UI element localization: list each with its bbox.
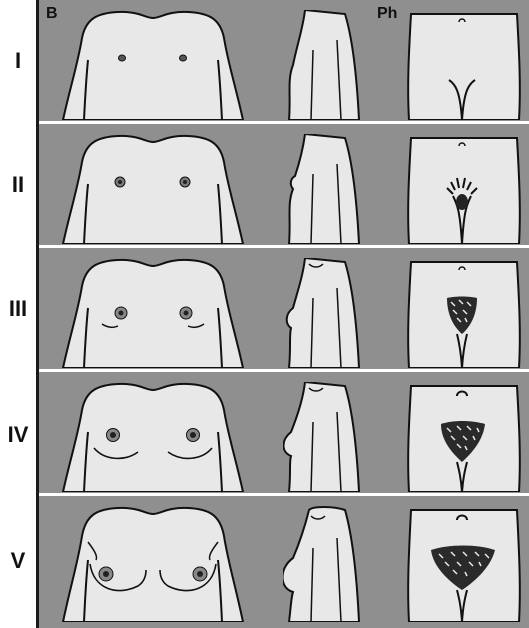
breast-side-illustration-stage-5 [283,506,363,622]
row-divider [0,245,529,248]
pubic-illustration-stage-2 [405,134,523,244]
breast-front-illustration-stage-1 [58,8,248,120]
stage-label-2: II [0,174,36,196]
breast-front-illustration-stage-4 [58,380,248,492]
stage-label-5: V [0,550,36,572]
breast-front-illustration-stage-5 [58,504,248,622]
column-label-breast: B [46,6,58,22]
breast-front-illustration-stage-2 [58,132,248,244]
row-divider [0,369,529,372]
pubic-illustration-stage-5 [405,506,523,622]
breast-front-illustration-stage-3 [58,256,248,368]
row-divider [0,121,529,124]
breast-side-illustration-stage-1 [283,10,363,120]
pubic-illustration-stage-4 [405,382,523,492]
breast-side-illustration-stage-2 [283,134,363,244]
row-divider [0,493,529,496]
breast-side-illustration-stage-4 [283,382,363,492]
pubic-illustration-stage-1 [405,10,523,120]
column-label-pubic: Ph [377,6,397,22]
stage-label-3: III [0,298,36,320]
stage-label-4: IV [0,424,36,446]
pubic-illustration-stage-3 [405,258,523,368]
breast-side-illustration-stage-3 [283,258,363,368]
stage-label-1: I [0,50,36,72]
label-column-divider [36,0,39,628]
